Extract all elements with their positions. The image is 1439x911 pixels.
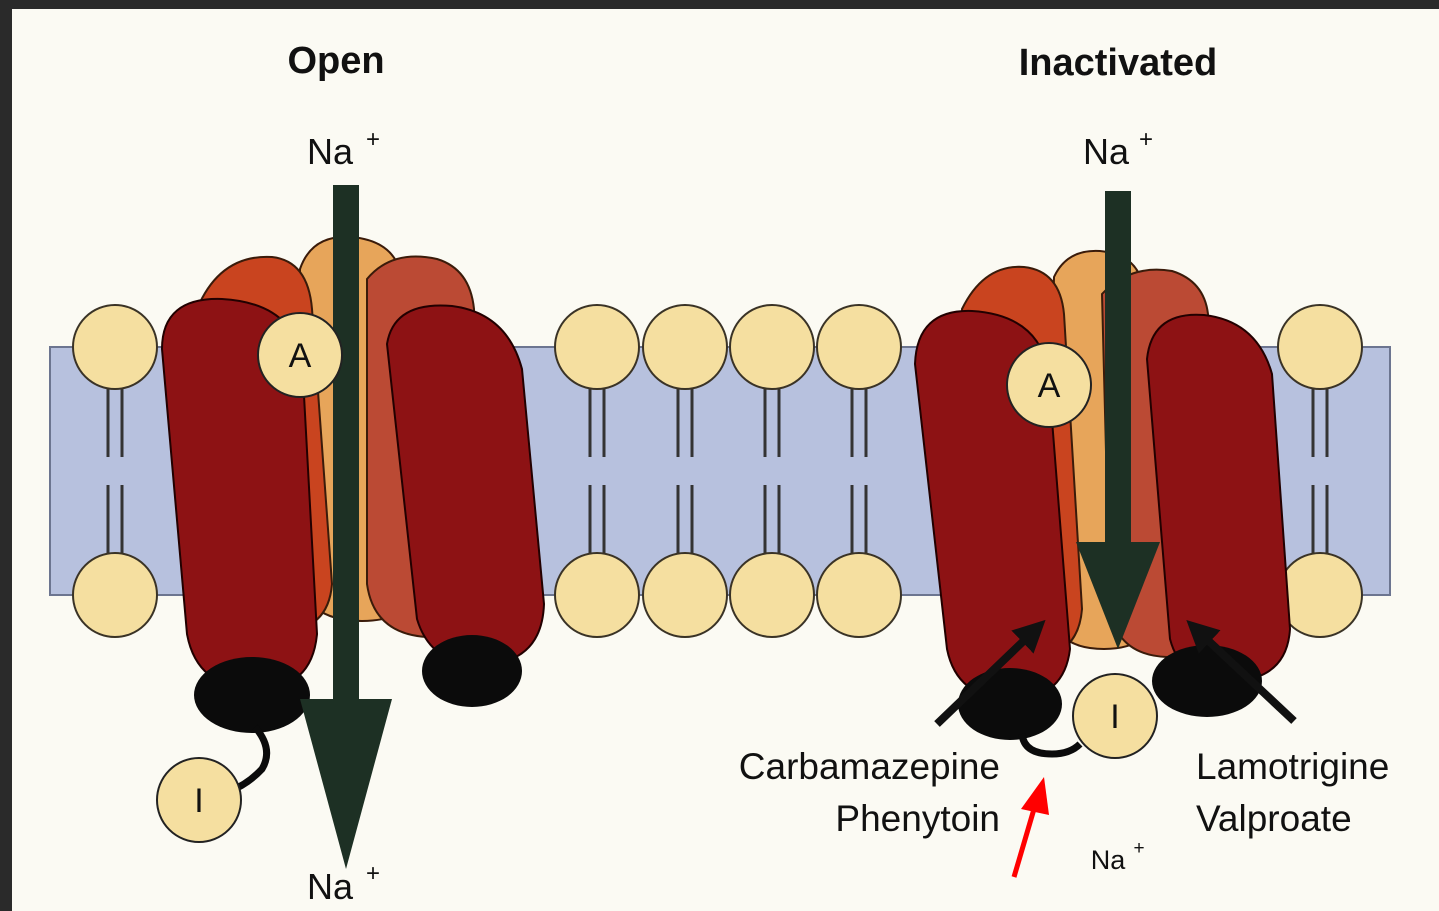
open-gate-i-label: I [194,782,203,820]
inact-na-bottom-charge: + [1133,838,1144,859]
open-gate-base-left [194,657,310,733]
inact-gate-i-label: I [1110,698,1119,736]
inact-gate-base-left [958,668,1062,740]
inact-gate-a-label: A [1038,367,1061,405]
drug-label-carbamazepine: Carbamazepine [739,746,1000,787]
inactivated-title: Inactivated [1019,42,1218,84]
open-gate-a-label: A [289,337,312,375]
open-na-bottom: Na [307,866,354,907]
red-pointer-arrow [1014,777,1049,877]
open-gate-base-right [422,635,522,707]
open-na-top: Na [307,131,354,172]
inact-na-top-charge: + [1139,126,1153,153]
drug-label-valproate: Valproate [1196,798,1352,839]
drug-label-phenytoin: Phenytoin [835,798,1000,839]
open-na-bottom-charge: + [366,860,380,887]
open-title: Open [287,40,384,82]
figure-frame: A I Open Na + Na + A I Inactivated Na + … [12,9,1439,911]
sodium-channel-diagram: A I Open Na + Na + A I Inactivated Na + … [12,9,1439,911]
inact-channel-front-right [1147,315,1290,682]
inact-na-bottom: Na [1091,845,1126,875]
inact-na-top: Na [1083,131,1130,172]
drug-label-lamotrigine: Lamotrigine [1196,746,1389,787]
open-na-top-charge: + [366,126,380,153]
